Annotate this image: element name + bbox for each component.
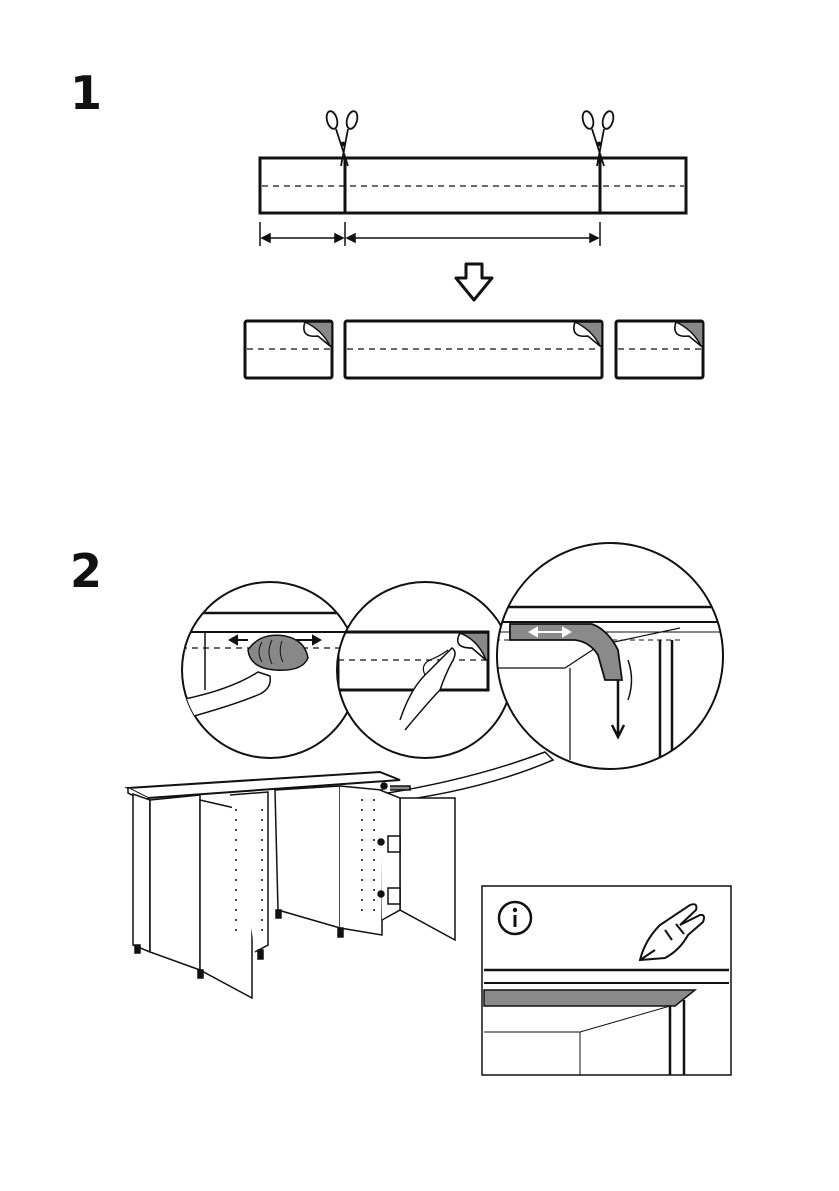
corner-cabinet bbox=[128, 772, 455, 998]
detail-circle-apply bbox=[495, 543, 725, 769]
edge-strip bbox=[484, 990, 695, 1006]
step1-strip-full bbox=[260, 158, 686, 213]
down-arrow-icon bbox=[456, 264, 492, 300]
peel-icon bbox=[304, 322, 703, 346]
info-icon bbox=[499, 902, 531, 934]
dimension-lines bbox=[260, 222, 600, 246]
detail-circle-peel bbox=[337, 582, 513, 758]
info-box bbox=[482, 886, 731, 1075]
